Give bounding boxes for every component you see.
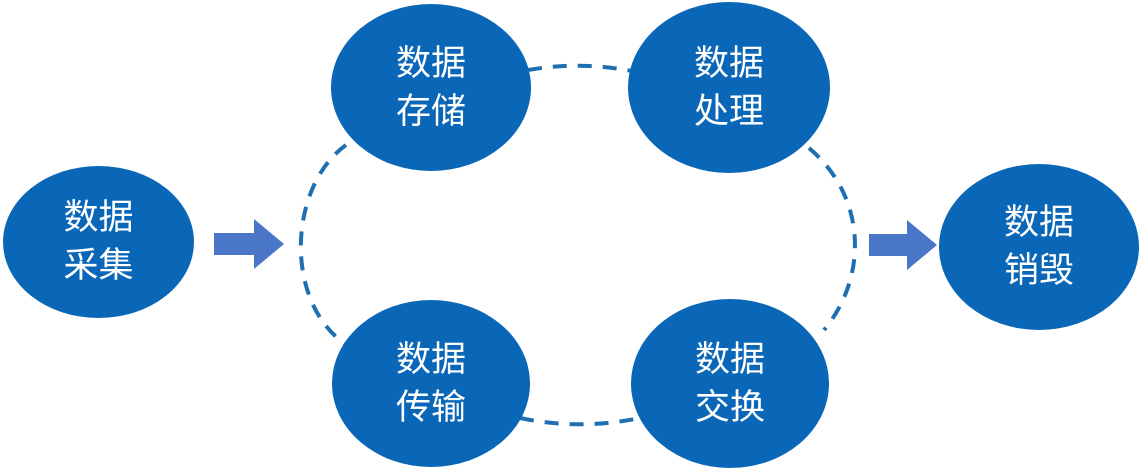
cycle-left-connector: [298, 143, 348, 346]
data-exchange-label: 数据 交换: [631, 336, 829, 432]
data-storage-line-1: 数据: [395, 43, 466, 84]
data-processing-node: 数据 处理: [628, 2, 830, 173]
data-exchange-line-1: 数据: [694, 339, 765, 380]
data-transmission-label: 数据 传输: [332, 336, 530, 432]
left-flow-arrow-icon: [214, 219, 284, 269]
data-exchange-node: 数据 交换: [631, 299, 829, 468]
cycle-top-connector: [527, 63, 633, 73]
cycle-right-connector: [807, 146, 857, 332]
data-transmission-line-2: 传输: [395, 387, 466, 428]
data-transmission-node: 数据 传输: [332, 300, 530, 467]
data-destruction-line-1: 数据: [1003, 203, 1074, 243]
data-storage-node: 数据 存储: [331, 4, 531, 171]
data-destruction-label: 数据 销毁: [939, 199, 1139, 295]
data-transmission-line-1: 数据: [395, 339, 466, 380]
data-destruction-node: 数据 销毁: [939, 164, 1139, 330]
data-exchange-line-2: 交换: [694, 387, 765, 428]
data-processing-label: 数据 处理: [628, 40, 830, 136]
data-processing-line-2: 处理: [693, 91, 764, 132]
data-processing-line-1: 数据: [693, 43, 764, 84]
data-storage-label: 数据 存储: [331, 40, 531, 136]
data-storage-line-2: 存储: [395, 91, 466, 132]
data-collection-label: 数据 采集: [3, 194, 194, 290]
data-collection-line-1: 数据: [63, 198, 134, 238]
data-collection-node: 数据 采集: [3, 166, 194, 318]
cycle-bottom-connector: [519, 416, 636, 427]
data-collection-line-2: 采集: [63, 246, 134, 286]
right-flow-arrow-icon: [869, 220, 937, 270]
data-destruction-line-2: 销毁: [1003, 251, 1074, 291]
